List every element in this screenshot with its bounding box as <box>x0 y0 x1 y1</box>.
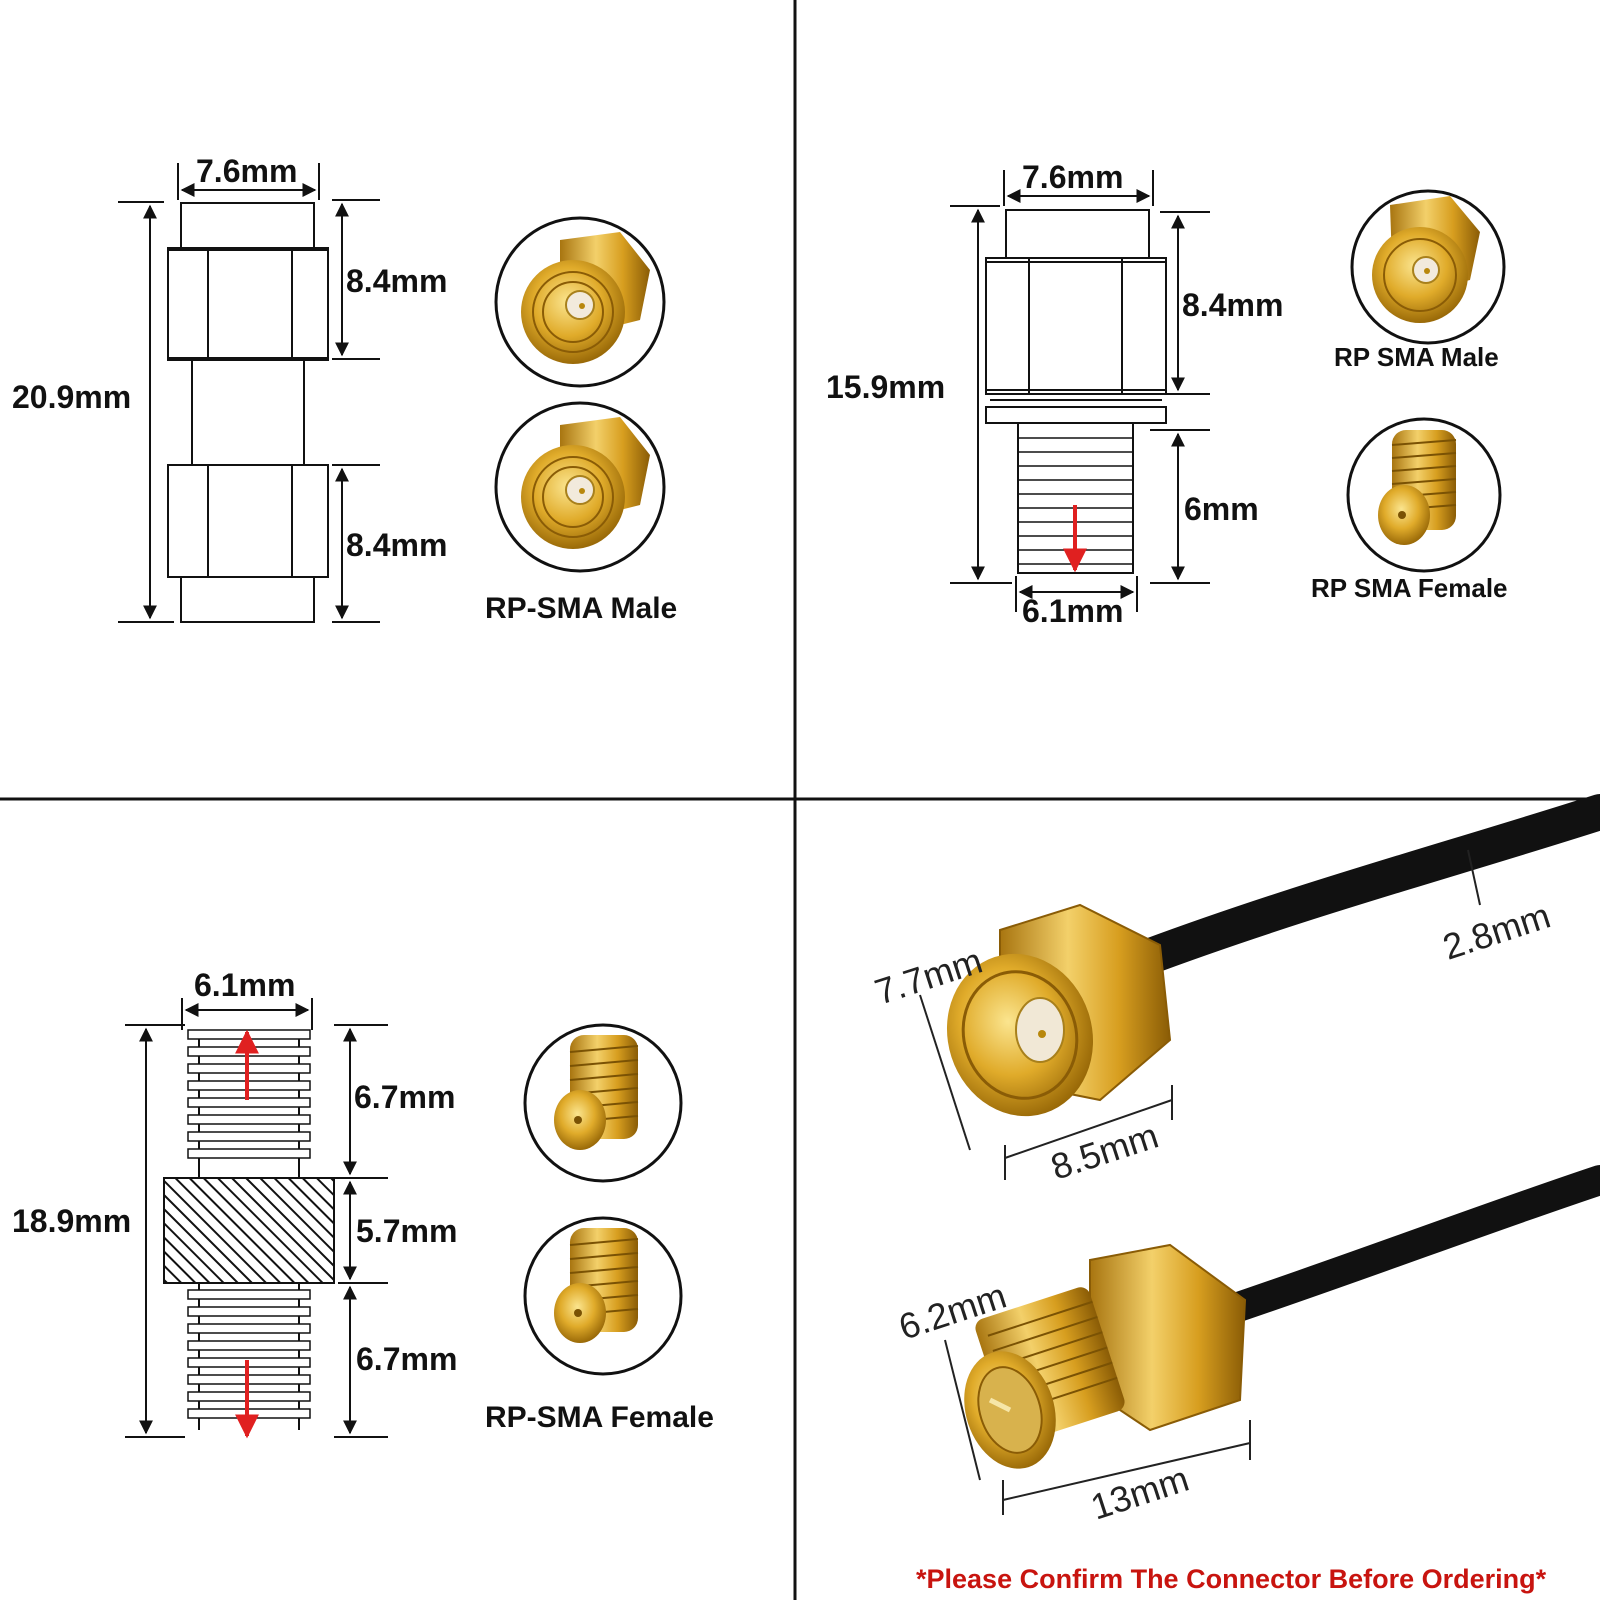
caption-rp-sma-male: RP SMA Male <box>1334 342 1499 372</box>
cables <box>1122 794 1600 1335</box>
dim-cable-diameter: 2.8mm <box>1438 895 1555 968</box>
rp-sma-female-photo-1 <box>523 1023 683 1183</box>
female-connector-photo <box>964 1243 1247 1469</box>
dimension-lines <box>950 170 1210 612</box>
dimension-lines <box>118 163 380 623</box>
dim-width-top: 7.6mm <box>196 153 297 189</box>
dim-middle: 5.7mm <box>356 1213 457 1249</box>
dim-width-top: 7.6mm <box>1022 159 1123 195</box>
hatched-body <box>163 1177 335 1284</box>
rp-sma-male-photo <box>1350 189 1506 345</box>
rp-sma-female-photo-2 <box>523 1216 683 1376</box>
dim-hex-top: 8.4mm <box>346 263 447 299</box>
dim-thread-bottom: 6.7mm <box>356 1341 457 1377</box>
panel-top-right: 7.6mm 8.4mm 15.9mm 6mm 6.1mm RP SMA Male <box>826 159 1508 629</box>
male-male-adapter-drawing <box>167 202 329 623</box>
panel-bottom-left: 6.1mm 6.7mm 5.7mm 6.7mm 18.9mm <box>12 967 714 1439</box>
caption-rp-sma-male: RP-SMA Male <box>485 592 677 625</box>
dim-hex-height: 8.4mm <box>1182 287 1283 323</box>
dim-thread-top: 6.7mm <box>354 1079 455 1115</box>
dimension-lines <box>919 849 1481 1515</box>
bulkhead-adapter-drawing <box>985 209 1167 574</box>
dim-total-height: 18.9mm <box>12 1203 131 1239</box>
rp-sma-male-photo-1 <box>494 216 666 388</box>
dim-thread-height: 6mm <box>1184 491 1259 527</box>
rp-sma-female-photo <box>1346 417 1502 573</box>
dim-width-top: 6.1mm <box>194 967 295 1003</box>
caption-rp-sma-female: RP SMA Female <box>1311 573 1508 603</box>
caption-rp-sma-female: RP-SMA Female <box>485 1401 714 1434</box>
dimension-lines <box>125 998 388 1438</box>
dim-thread-width: 6.1mm <box>1022 593 1123 629</box>
dim-hex-bottom: 8.4mm <box>346 527 447 563</box>
confirm-connector-notice: *Please Confirm The Connector Before Ord… <box>916 1564 1547 1594</box>
panel-bottom-right: 7.7mm 8.5mm 2.8mm 6.2mm 13mm *Please Con… <box>870 794 1600 1594</box>
dim-male-length: 8.5mm <box>1046 1115 1163 1188</box>
male-connector-photo <box>946 903 1172 1117</box>
dim-total-height: 15.9mm <box>826 369 945 405</box>
dim-total-height: 20.9mm <box>12 379 131 415</box>
panel-top-left: 7.6mm 8.4mm 8.4mm 20.9mm RP-SMA Male <box>12 153 677 625</box>
rp-sma-male-photo-2 <box>494 401 666 573</box>
